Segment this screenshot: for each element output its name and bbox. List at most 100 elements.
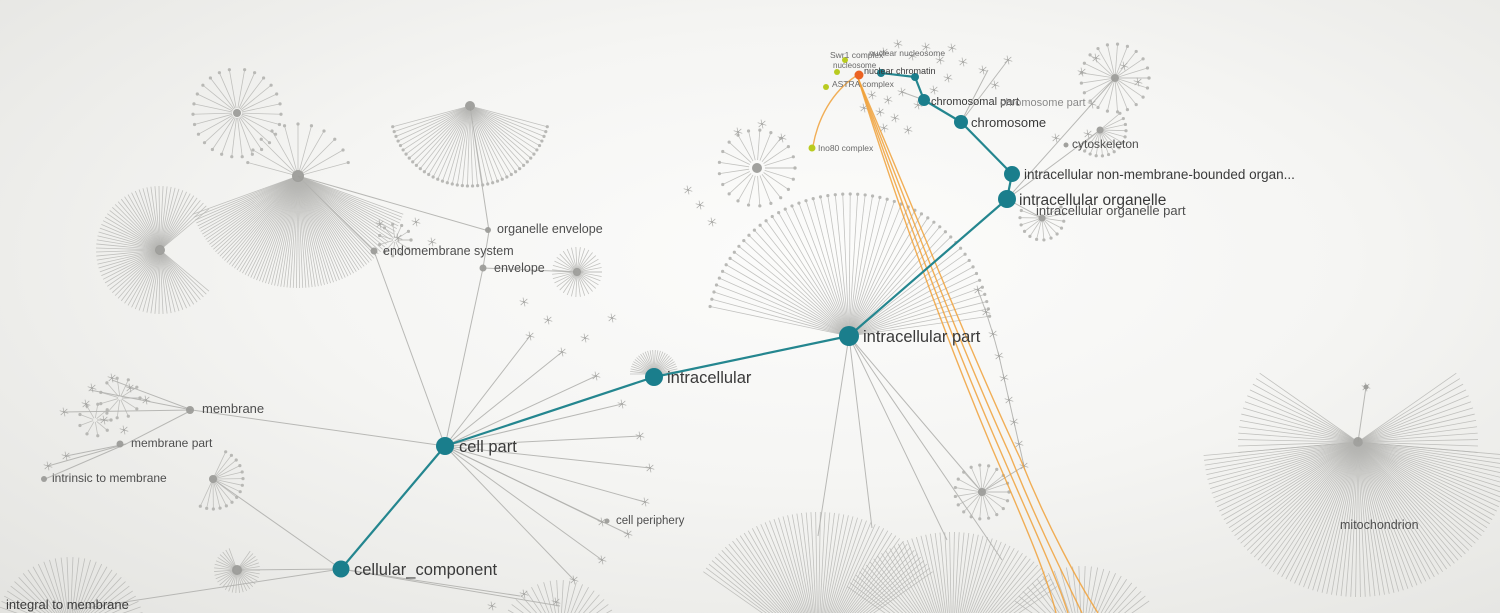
term-node-green-term-4[interactable] [808, 144, 816, 152]
fan-spoke [239, 77, 264, 110]
term-node-intracellular-part[interactable] [839, 326, 859, 346]
term-node-green-term-2[interactable] [834, 69, 840, 75]
term-label-ino80-complex[interactable]: Ino80 complex [818, 143, 874, 153]
term-node-cell-part[interactable] [436, 437, 454, 455]
term-label-intracellular-organelle-part[interactable]: intracellular organelle part [1036, 203, 1186, 218]
term-node-nucleosome-node[interactable] [877, 69, 885, 77]
fan-spoke [219, 554, 236, 569]
fan-spoke [224, 179, 296, 261]
term-label-chromosome-part[interactable]: chromosome part [1000, 97, 1086, 109]
fan-spoke [854, 266, 974, 334]
term-label-nucleosome[interactable]: nucleosome [833, 61, 877, 70]
fan-tip-node [720, 269, 725, 273]
fan-spoke [791, 514, 812, 613]
fan-spoke [437, 110, 469, 180]
fan-spoke [473, 108, 531, 159]
fan-spoke [1240, 444, 1355, 544]
term-node-highlighted-term[interactable] [854, 70, 864, 80]
star-center [431, 241, 433, 243]
term-label-cytoskeleton[interactable]: cytoskeleton [1072, 137, 1139, 151]
star-node [1003, 55, 1013, 65]
star-node [695, 200, 705, 210]
fan-spoke [268, 180, 298, 285]
term-label-chromosome[interactable]: chromosome [971, 115, 1046, 130]
fan-spoke [120, 399, 129, 417]
term-node-green-term-1[interactable] [842, 57, 848, 63]
term-label-cellular-component[interactable]: cellular_component [354, 561, 498, 579]
highlighted-path-edge [443, 375, 656, 448]
fan-spoke [236, 179, 296, 271]
fan-spoke [889, 547, 927, 613]
fan-spoke [559, 253, 576, 271]
fan-spoke [54, 558, 67, 613]
fan-spoke [1102, 131, 1123, 144]
fan-spoke [798, 202, 848, 331]
fan-spoke [1358, 446, 1376, 597]
fan-spoke [239, 571, 256, 585]
term-label-membrane[interactable]: membrane [202, 401, 264, 416]
term-label-endomembrane-system[interactable]: endomembrane system [383, 244, 514, 258]
term-label-cell-part[interactable]: cell part [459, 438, 517, 456]
term-label-envelope[interactable]: envelope [494, 261, 545, 275]
star-node [973, 285, 983, 295]
fan-spoke [979, 494, 983, 519]
fan-spoke [297, 180, 307, 288]
fan-tip-node [727, 192, 731, 196]
term-label-intracellular-organelle[interactable]: intracellular organelle [1019, 192, 1166, 209]
term-label-swr1-complex[interactable]: Swr1 complex [830, 50, 884, 60]
term-label-intracellular-non-membrane-bounded-organ[interactable]: intracellular non-membrane-bounded organ… [1024, 167, 1295, 182]
star-center [644, 501, 646, 503]
term-label-organelle-envelope[interactable]: organelle envelope [497, 222, 603, 236]
fan-spoke [760, 524, 801, 613]
fan-tip-node [1028, 234, 1032, 238]
fan-spoke [142, 188, 160, 247]
term-label-mitochondrion[interactable]: mitochondrion [1340, 518, 1419, 532]
graph-edge [960, 59, 1009, 123]
fan-spoke [1360, 446, 1435, 578]
fan-tip-node [1125, 44, 1130, 48]
fan-spoke [298, 180, 322, 286]
fan-spoke [238, 117, 253, 155]
term-label-membrane-part[interactable]: membrane part [131, 436, 213, 450]
fan-spoke [1360, 445, 1451, 567]
fan-tip-node [978, 278, 982, 282]
term-label-intrinsic-to-membrane[interactable]: intrinsic to membrane [52, 471, 167, 485]
term-label-nuclear-nucleosome[interactable]: nuclear nucleosome [869, 48, 945, 58]
term-node-intracellular[interactable] [645, 368, 663, 386]
term-node-chromosome[interactable] [954, 115, 968, 129]
fan-spoke [1108, 582, 1133, 613]
fan-cluster [246, 122, 350, 176]
fan-spoke [472, 110, 512, 175]
hub-dot [233, 109, 241, 117]
fan-cluster [1238, 372, 1355, 453]
fan-spoke [633, 361, 651, 373]
term-label-integral-to-membrane[interactable]: integral to membrane [6, 597, 129, 612]
term-node-green-term-3[interactable] [823, 84, 829, 90]
fan-spoke [881, 552, 922, 613]
fan-spoke [142, 253, 160, 312]
fan-spoke [654, 350, 661, 371]
graph-edge [444, 351, 563, 447]
fan-spoke [1234, 444, 1355, 537]
fan-spoke [470, 110, 489, 185]
term-node-chromosomal-part[interactable] [918, 94, 930, 106]
term-label-intracellular[interactable]: intracellular [667, 369, 752, 387]
fan-spoke [213, 451, 227, 477]
term-label-cell-periphery[interactable]: cell periphery [616, 515, 685, 527]
highlighted-path-edge [847, 197, 1009, 338]
fan-spoke [562, 250, 576, 270]
term-node-chromatin-node[interactable] [911, 73, 919, 81]
term-node-intracellular-organelle[interactable] [998, 190, 1016, 208]
term-node-cellular-component[interactable] [332, 560, 350, 578]
term-label-chromosomal-part[interactable]: chromosomal part [931, 96, 1019, 108]
term-label-nuclear-chromatin[interactable]: nuclear chromatin [864, 66, 936, 76]
hub-dot [1353, 437, 1363, 447]
star-node [879, 47, 889, 57]
term-label-astra-complex[interactable]: ASTRA complex [832, 79, 895, 89]
term-node-intracellular-non-membrane-bounded-organelle[interactable] [1004, 166, 1020, 182]
fan-spoke [1118, 58, 1144, 77]
fan-spoke [78, 563, 103, 613]
fan-spoke [1100, 132, 1109, 155]
term-label-intracellular-part[interactable]: intracellular part [863, 328, 981, 346]
